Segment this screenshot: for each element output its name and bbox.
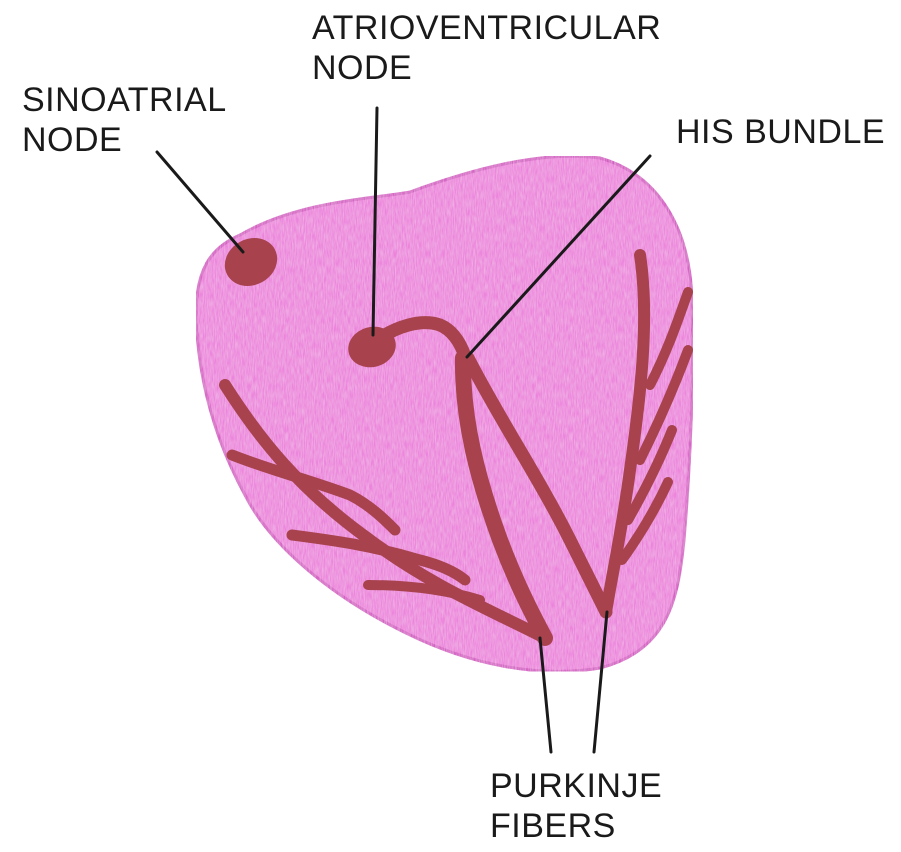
purkinje-label-line1: PURKINJE <box>490 766 662 806</box>
purkinje-fibers-label: PURKINJE FIBERS <box>490 766 662 846</box>
atrioventricular-node-label: ATRIOVENTRICULAR NODE <box>312 8 661 88</box>
atrioventricular-label-line2: NODE <box>312 48 661 88</box>
sinoatrial-node-label: SINOATRIAL NODE <box>22 80 227 160</box>
his-bundle-label: HIS BUNDLE <box>676 112 885 152</box>
sinoatrial-pointer-line <box>157 152 243 252</box>
his-bundle-label-line1: HIS BUNDLE <box>676 112 885 152</box>
atrioventricular-label-line1: ATRIOVENTRICULAR <box>312 8 661 48</box>
purkinje-label-line2: FIBERS <box>490 806 662 846</box>
sinoatrial-label-line2: NODE <box>22 120 227 160</box>
sinoatrial-label-line1: SINOATRIAL <box>22 80 227 120</box>
